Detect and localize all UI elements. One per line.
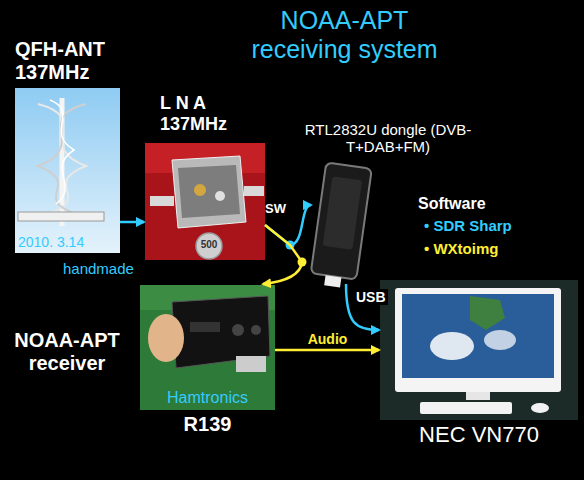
receiver-photo (140, 285, 275, 410)
edge-label: USB (354, 289, 388, 305)
software-item: • SDR Sharp (424, 217, 512, 234)
dongle-photo (309, 162, 372, 289)
signal-arrow (263, 225, 302, 284)
switch-label: SW (265, 202, 286, 217)
receiver-node: NOAA-APT receiverHamtronicsR139 (140, 285, 275, 410)
antenna-photo (15, 88, 120, 253)
node-heading: L N A 137MHz (160, 93, 242, 134)
computer-node: NEC VN770 (380, 280, 578, 420)
node-heading: NEC VN770 (380, 422, 578, 447)
signal-arrow (120, 221, 144, 224)
edge-label: Audio (306, 331, 350, 347)
dongle-node: RTL2832U dongle (DVB-T+DAB+FM) (312, 162, 370, 284)
date-text: 2010. 3.14 (18, 234, 118, 250)
node-heading: QFH-ANT 137MHz (15, 38, 127, 84)
node-heading: RTL2832U dongle (DVB-T+DAB+FM) (298, 121, 478, 156)
brand-text: Hamtronics (140, 389, 275, 407)
node-heading: NOAA-APT receiver (8, 329, 126, 375)
lna-photo (145, 143, 265, 260)
antenna-node: QFH-ANT 137MHz2010. 3.14handmade (15, 88, 120, 253)
coin-value: 500 (197, 239, 221, 251)
software-heading: Software (418, 195, 486, 213)
diagram-title: NOAA-APT receiving system (232, 6, 457, 64)
computer-photo (380, 280, 578, 420)
model-text: R139 (140, 413, 275, 436)
software-item: • WXtoimg (424, 240, 498, 257)
signal-arrow (275, 349, 379, 352)
node-note: handmade (63, 260, 143, 277)
